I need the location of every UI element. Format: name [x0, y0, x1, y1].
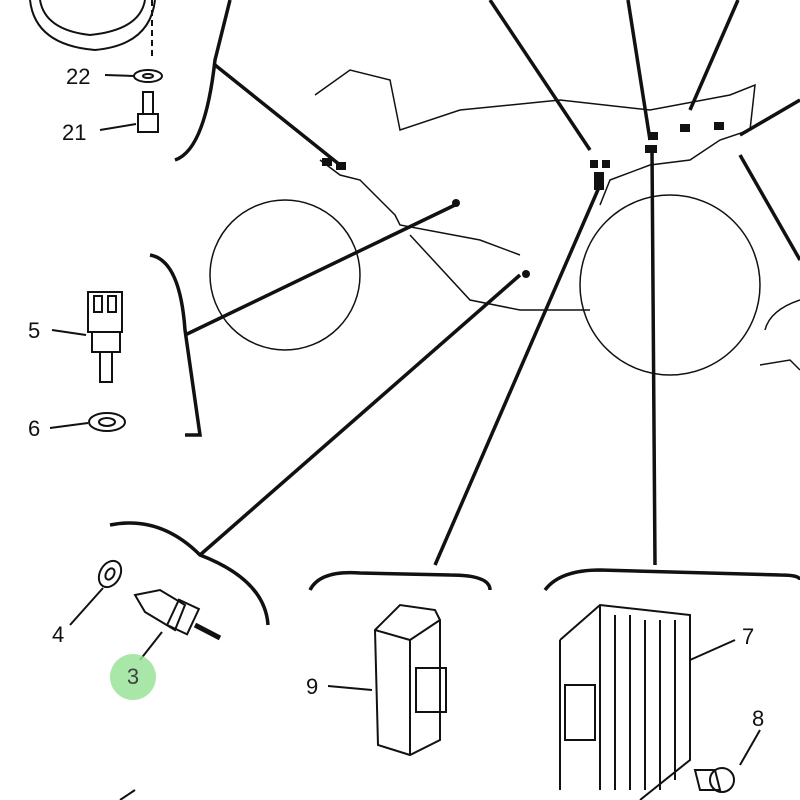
part-9-relay	[327, 603, 447, 757]
part-7-rectifier	[559, 603, 736, 800]
callout-9[interactable]: 9	[306, 674, 319, 699]
part-cap	[29, 0, 156, 60]
part-4-washer	[69, 559, 123, 626]
callout-3-highlighted[interactable]: 3	[110, 654, 156, 700]
part-22-washer	[104, 69, 163, 83]
connector-marks	[322, 122, 724, 278]
part-6-washer	[49, 412, 126, 432]
part-3-switch	[133, 588, 222, 661]
motorcycle-outline	[209, 69, 800, 376]
callout-6[interactable]: 6	[28, 416, 41, 441]
callout-7[interactable]: 7	[742, 624, 755, 649]
callout-8[interactable]: 8	[752, 706, 765, 731]
part-5-sensor	[51, 291, 123, 383]
callout-22[interactable]: 22	[66, 64, 91, 89]
leader-lines	[109, 0, 800, 626]
part-8-bolt	[693, 729, 761, 793]
part-edge	[119, 789, 136, 800]
callout-21[interactable]: 21	[62, 120, 87, 145]
part-21-bolt	[99, 91, 159, 133]
callout-4[interactable]: 4	[52, 622, 65, 647]
callout-5[interactable]: 5	[28, 318, 41, 343]
